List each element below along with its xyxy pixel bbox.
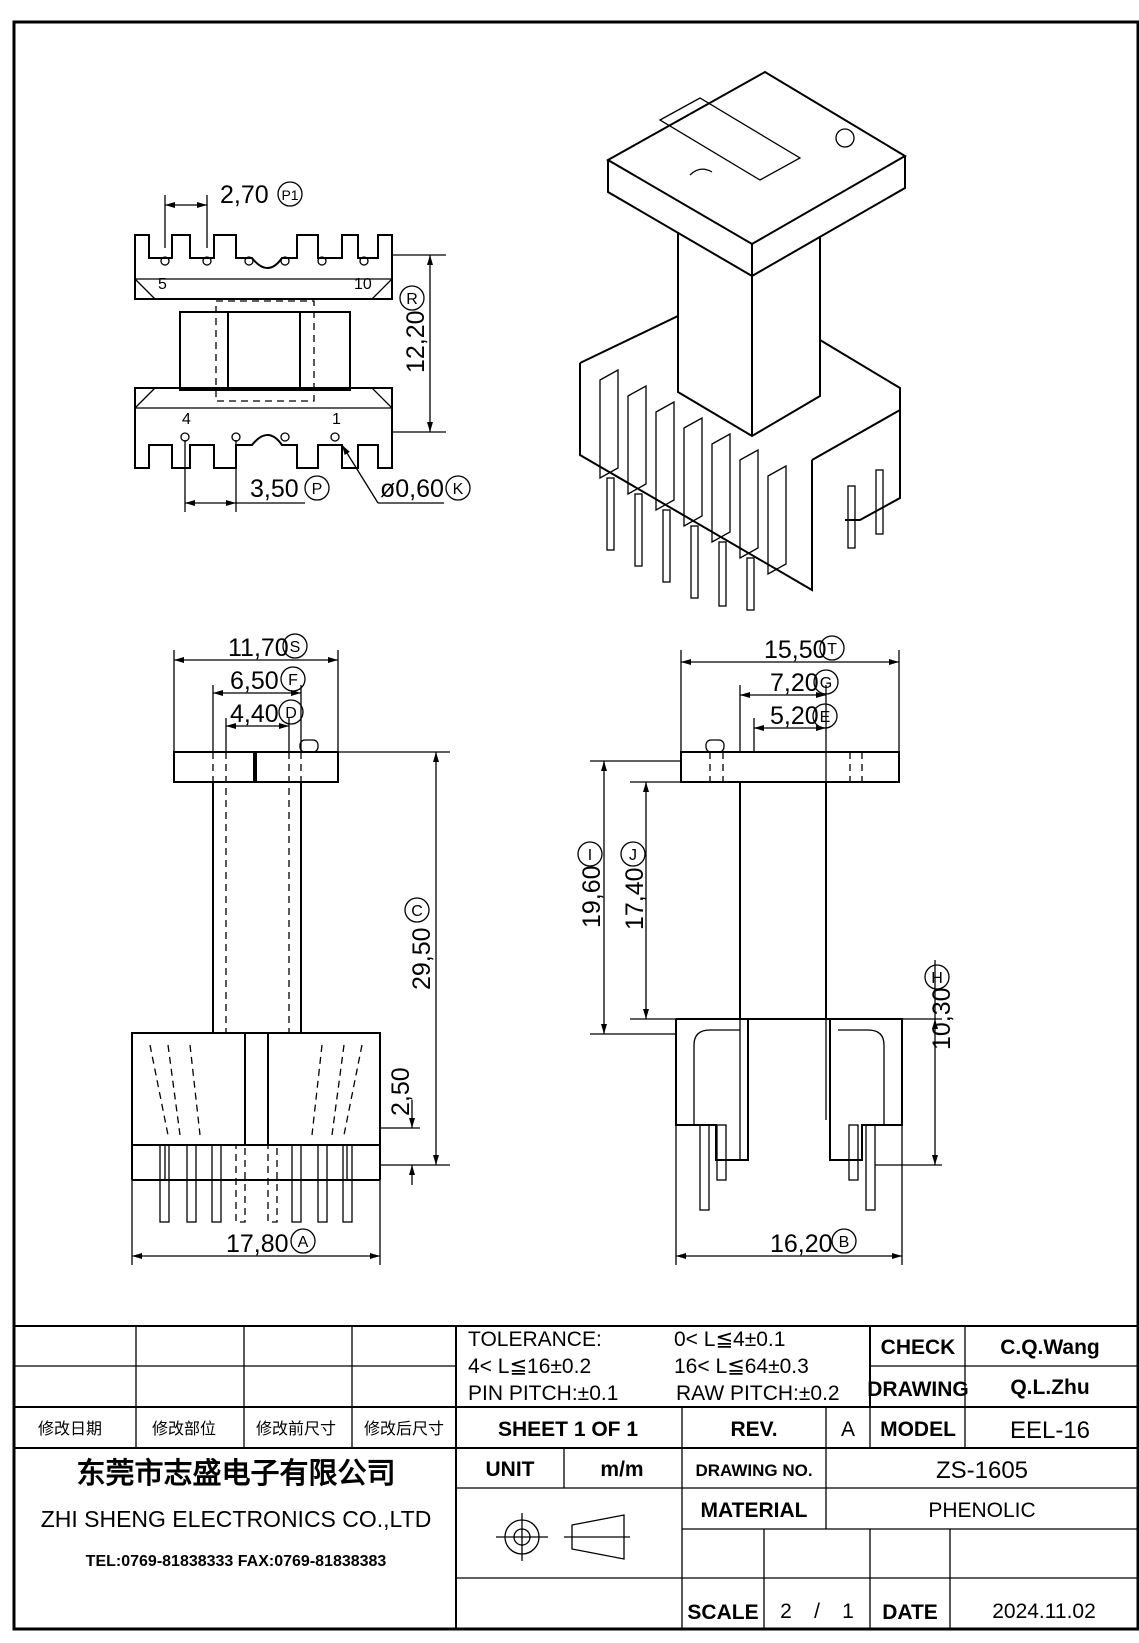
side-pins	[699, 1124, 876, 1211]
model-value: EEL-16	[1010, 1417, 1090, 1444]
pin-label-10: 10	[354, 276, 372, 293]
isometric-view	[579, 70, 907, 611]
tag-t: T	[827, 641, 837, 658]
company-contact: TEL:0769-81838333 FAX:0769-81838383	[86, 1553, 387, 1570]
tag-h: H	[931, 970, 943, 987]
date-label: DATE	[882, 1601, 938, 1624]
tolerance-2: 4< L≦16±0.2	[468, 1355, 591, 1378]
dim-d: 4,40	[230, 700, 279, 728]
iso-pins	[606, 469, 884, 611]
dim-k: ø0,60	[380, 475, 444, 503]
drawing-value: Q.L.Zhu	[1010, 1376, 1089, 1399]
front-pins	[159, 1144, 353, 1223]
dim-b: 16,20	[770, 1230, 833, 1258]
rev-before-header: 修改前尺寸	[256, 1420, 336, 1438]
dim-p1: 2,70	[220, 181, 269, 209]
rev-value: A	[841, 1418, 855, 1441]
pin-pitch: PIN PITCH:±0.1	[468, 1382, 618, 1405]
tag-p: P	[312, 481, 323, 498]
tag-c: C	[411, 903, 423, 920]
sheet-number: SHEET 1 OF 1	[498, 1418, 638, 1441]
rev-date-header: 修改日期	[38, 1420, 102, 1438]
front-view: 11,70 S 6,50 F 4,40 D 29,50 C 2,50 17,80	[131, 633, 450, 1265]
company-name-en: ZHI SHENG ELECTRONICS CO.,LTD	[41, 1506, 432, 1532]
dim-e: 5,20	[770, 702, 819, 730]
dim-j: 17,40	[621, 867, 649, 930]
drawing-no-label: DRAWING NO.	[695, 1461, 812, 1480]
pin-label-4: 4	[182, 411, 191, 428]
dim-s: 11,70	[228, 634, 289, 662]
unit-label: UNIT	[486, 1458, 535, 1481]
date-value: 2024.11.02	[992, 1600, 1096, 1623]
dim-t: 15,50	[764, 636, 827, 664]
scale-numerator: 2	[780, 1600, 792, 1623]
drawing-no-value: ZS-1605	[936, 1457, 1028, 1484]
tag-f: F	[288, 672, 298, 689]
dim-base: 2,50	[387, 1067, 415, 1116]
check-label: CHECK	[881, 1336, 956, 1359]
tolerance-1: 0< L≦4±0.1	[674, 1328, 785, 1351]
top-view: 5 10 4 1 2,70 P1 12,20 R	[134, 181, 471, 512]
scale-denominator: 1	[842, 1600, 854, 1623]
projection-symbol-icon	[496, 1513, 630, 1561]
tag-d: D	[285, 705, 297, 722]
dim-i: 19,60	[578, 865, 606, 928]
tolerance-label: TOLERANCE:	[468, 1328, 602, 1351]
rev-label: REV.	[730, 1418, 777, 1441]
dim-h: 10,30	[928, 987, 956, 1050]
rev-part-header: 修改部位	[152, 1420, 216, 1438]
dim-f: 6,50	[230, 667, 279, 695]
tag-a: A	[298, 1234, 309, 1251]
pin-label-5: 5	[158, 276, 167, 293]
raw-pitch: RAW PITCH:±0.2	[676, 1382, 840, 1405]
rev-after-header: 修改后尺寸	[364, 1420, 444, 1438]
dim-p: 3,50	[250, 475, 299, 503]
tag-g: G	[820, 675, 832, 692]
tag-r: R	[406, 291, 418, 308]
scale-separator: /	[814, 1600, 820, 1623]
tag-s: S	[290, 639, 301, 656]
pin-label-1: 1	[332, 411, 341, 428]
material-value: PHENOLIC	[928, 1499, 1035, 1522]
pin-holes-top	[160, 256, 369, 266]
drawing-border	[12, 20, 1139, 1631]
scale-label: SCALE	[687, 1601, 758, 1624]
material-label: MATERIAL	[701, 1499, 808, 1522]
tag-i: I	[588, 847, 592, 864]
side-view: 15,50 T 7,20 G 5,20 E 19,60 I 17,40 J	[577, 635, 956, 1265]
dim-g: 7,20	[770, 669, 819, 697]
unit-value: m/m	[600, 1458, 643, 1481]
tag-k: K	[453, 481, 464, 498]
tag-e: E	[820, 709, 831, 726]
model-label: MODEL	[880, 1418, 956, 1441]
check-value: C.Q.Wang	[1000, 1336, 1100, 1359]
company-name-cn: 东莞市志盛电子有限公司	[76, 1456, 395, 1490]
base-fins	[599, 368, 787, 576]
tag-j: J	[629, 847, 637, 864]
tag-p1: P1	[281, 187, 298, 203]
tolerance-3: 16< L≦64±0.3	[674, 1355, 809, 1378]
dim-r: 12,20	[402, 310, 430, 373]
dim-c: 29,50	[408, 927, 436, 990]
tag-b: B	[839, 1234, 850, 1251]
title-block: TOLERANCE: 0< L≦4±0.1 4< L≦16±0.2 16< L≦…	[14, 1325, 1138, 1629]
dim-a: 17,80	[226, 1230, 289, 1258]
drawing-label: DRAWING	[867, 1378, 969, 1401]
front-base-details	[149, 1033, 363, 1145]
